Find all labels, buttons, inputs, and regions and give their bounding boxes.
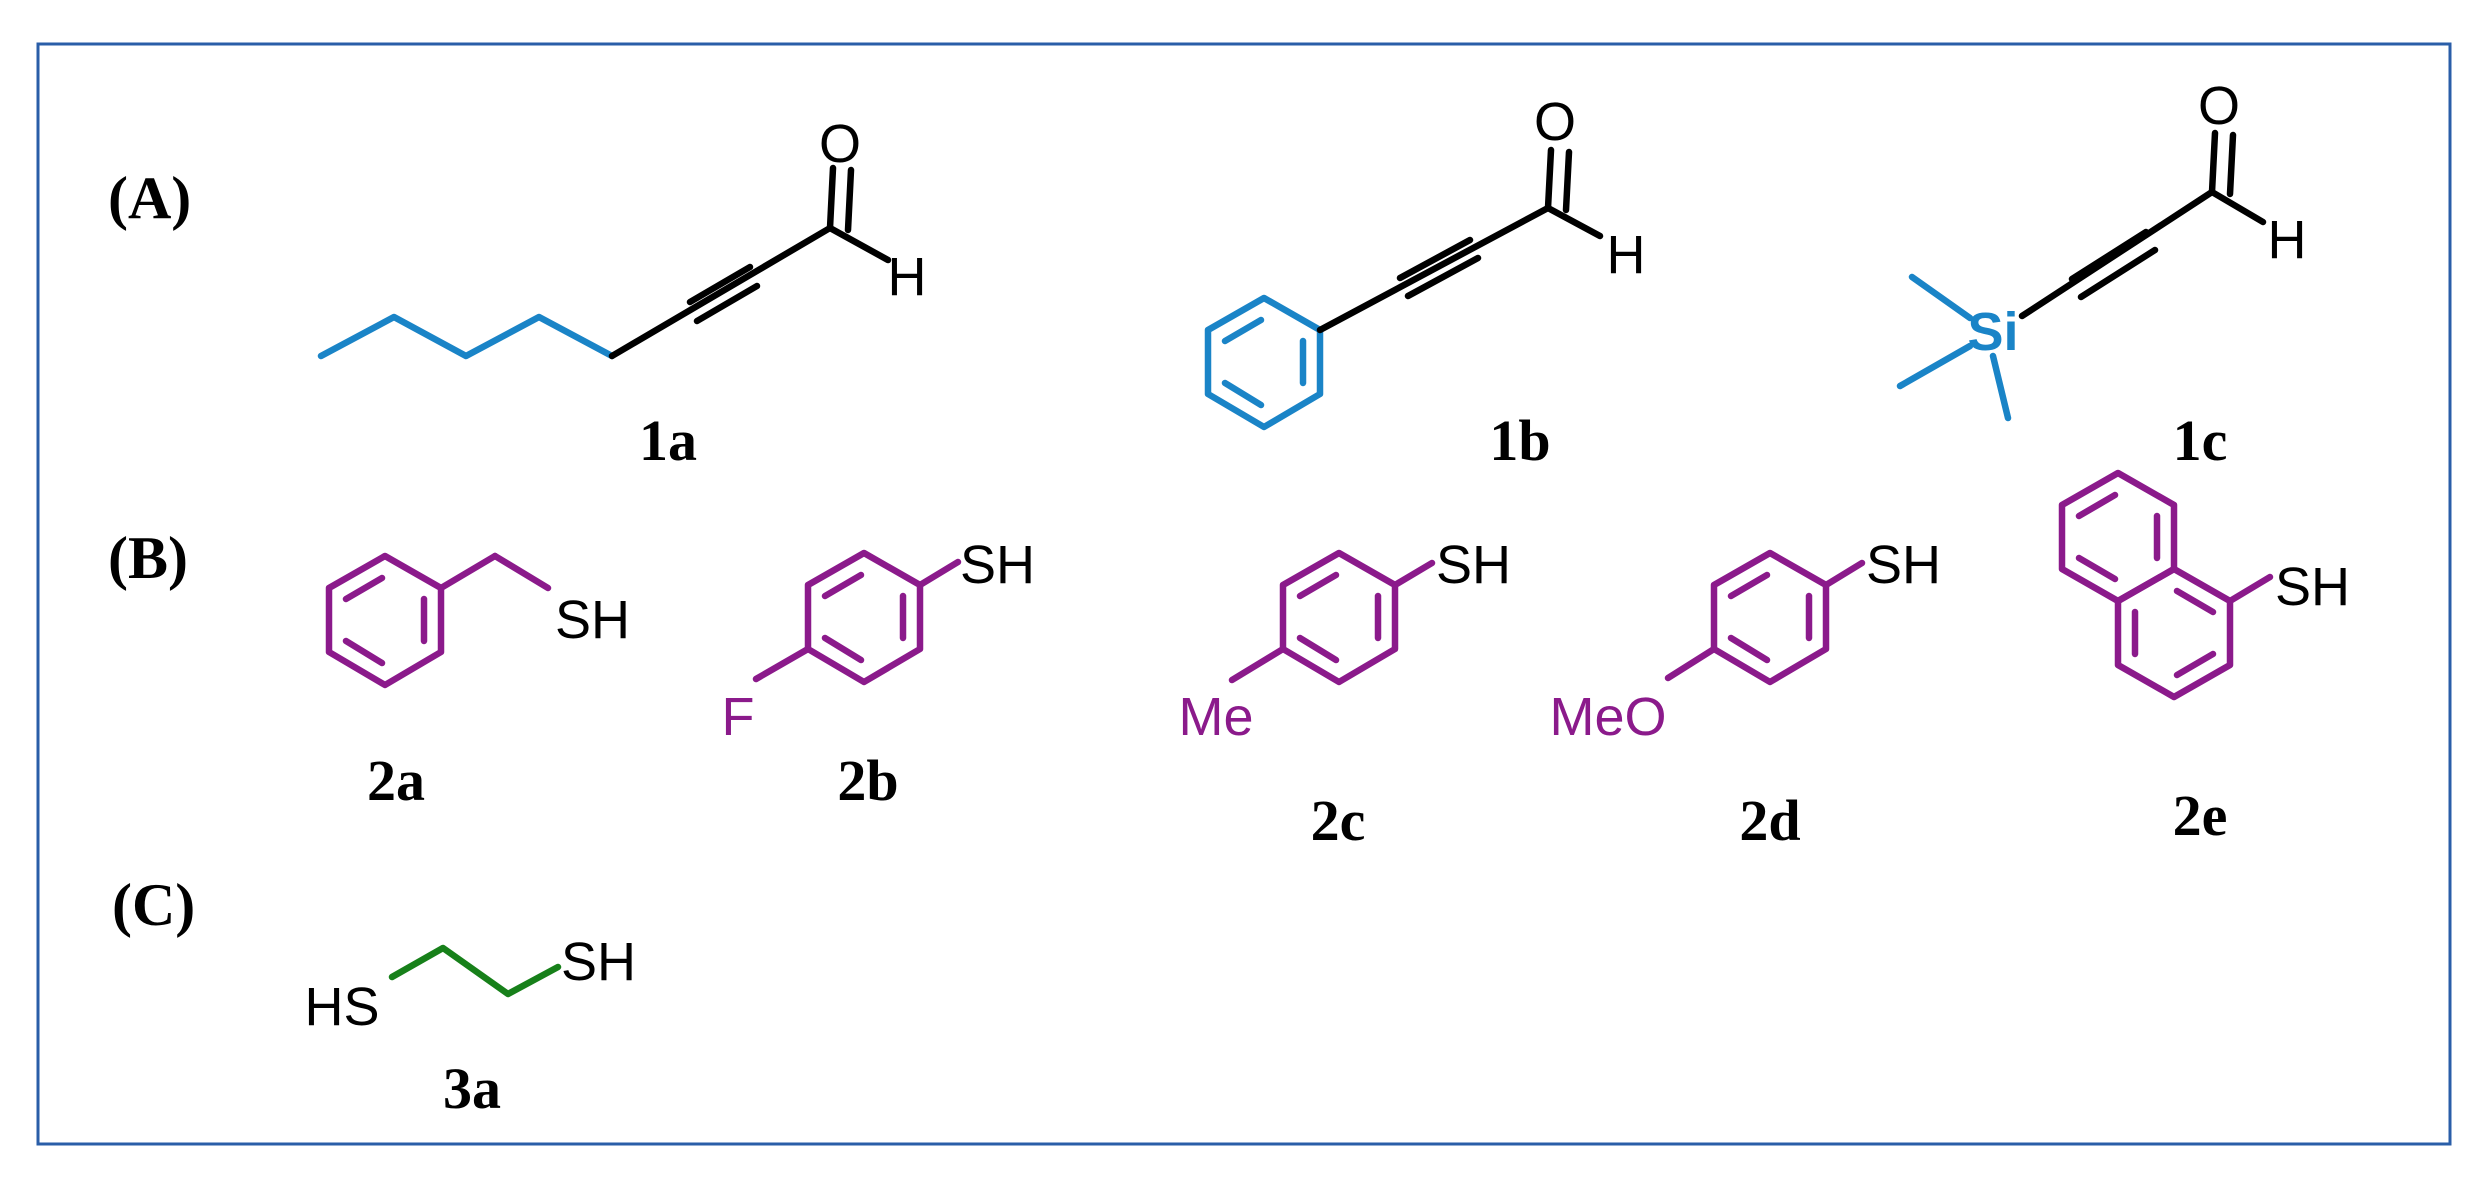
trimethylsilyl-bonds [1896, 273, 2012, 422]
thiol-group-right: SH [561, 932, 636, 992]
hydrogen-atom: H [2268, 210, 2307, 270]
methyl-group: Me [1178, 687, 1253, 747]
thiocresol-bonds [1228, 549, 1436, 686]
hydrogen-atom: H [1607, 225, 1646, 285]
compound-label-3a: 3a [443, 1056, 501, 1121]
alkyne-and-aldehyde-bonds [2018, 129, 2267, 320]
phenyl-ring [1204, 294, 1324, 431]
oxygen-atom: O [2198, 76, 2240, 136]
compound-label-2a: 2a [367, 748, 425, 813]
compound-1b: O H 1b [1204, 92, 1646, 473]
thiol-group: SH [2275, 557, 2350, 617]
alkyne-and-aldehyde-bonds [1316, 146, 1604, 334]
section-label-a: (A) [108, 165, 191, 231]
compound-label-2e: 2e [2173, 783, 2228, 848]
compound-label-2b: 2b [837, 748, 898, 813]
compound-3a: HS SH 3a [304, 932, 636, 1121]
fluorine-atom: F [722, 687, 755, 747]
compound-label-2c: 2c [1311, 788, 1366, 853]
thiol-group: SH [1866, 535, 1941, 595]
compound-label-1b: 1b [1489, 408, 1550, 473]
ethane-chain [388, 944, 562, 998]
compound-label-1c: 1c [2173, 408, 2228, 473]
section-label-c: (C) [112, 872, 195, 938]
methoxy-group: MeO [1549, 687, 1666, 747]
oxygen-atom: O [819, 114, 861, 174]
benzyl-thiol-bonds [325, 552, 552, 689]
compound-1a: O H 1a [317, 114, 927, 473]
hexyl-chain [317, 313, 616, 360]
compound-2d: SH MeO 2d [1549, 535, 1941, 853]
fluorothiophenol-bonds [752, 549, 962, 686]
alkyne-and-aldehyde-bonds [608, 164, 892, 360]
figure-frame [36, 42, 2452, 1146]
compound-2c: SH Me 2c [1178, 535, 1511, 853]
compound-1c: Si O H 1c [1896, 76, 2307, 473]
compound-label-2d: 2d [1739, 788, 1800, 853]
hydrogen-atom: H [888, 247, 927, 307]
methoxythiophenol-bonds [1664, 549, 1866, 686]
compound-2b: SH F 2b [722, 535, 1036, 813]
compound-label-1a: 1a [639, 408, 697, 473]
naphthalenethiol-bonds [2058, 469, 2274, 701]
silicon-atom: Si [1967, 302, 2018, 362]
thiol-group: SH [960, 535, 1035, 595]
thiol-group: SH [1436, 535, 1511, 595]
section-label-b: (B) [108, 525, 188, 591]
compound-2e: SH 2e [2058, 469, 2350, 848]
compound-2a: SH 2a [325, 552, 630, 813]
oxygen-atom: O [1534, 92, 1576, 152]
thiol-group: SH [555, 590, 630, 650]
thiol-group-left: HS [304, 977, 379, 1037]
